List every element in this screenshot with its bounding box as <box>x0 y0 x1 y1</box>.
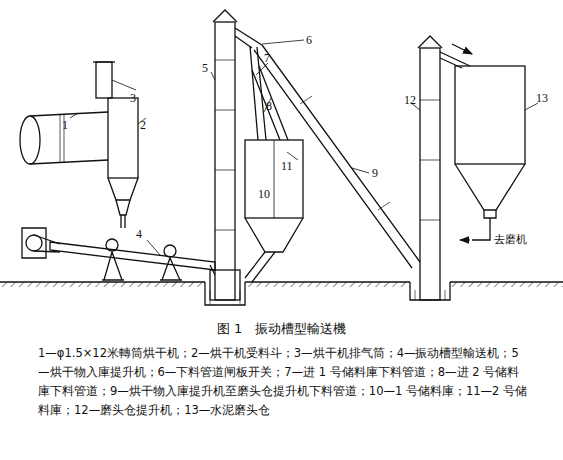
part-list-entry: 3—烘干机排气筒； <box>294 346 397 360</box>
callout-number: 7 <box>264 52 270 64</box>
callout-number: 6 <box>306 34 312 46</box>
part-list-entry: 10—1 号储料庫； <box>369 384 466 398</box>
figure-caption: 图 1 振动槽型輸送機 <box>0 320 563 338</box>
part-list-entry: 6—下料管道闸板开关； <box>158 365 285 379</box>
part-list-entry: 7—进 1 号储料庫下料管道； <box>284 365 437 379</box>
part-list-entry: 2—烘干机受料斗； <box>191 346 294 360</box>
callout-number: 13 <box>536 92 548 104</box>
parts-list: 1—φ1.5×12米轉筒烘干机；2—烘干机受料斗；3—烘干机排气筒；4—振动槽型… <box>38 344 528 420</box>
part-list-entry: 9—烘干物入庫提升机至磨头仓提升机下料管道； <box>110 384 369 398</box>
callout-number: 9 <box>372 167 378 179</box>
destination-label: 去磨机 <box>494 234 527 245</box>
callout-number: 12 <box>404 94 416 106</box>
callout-number: 1 <box>62 119 68 131</box>
callout-number: 5 <box>202 62 208 74</box>
part-list-entry: 13—水泥磨头仓 <box>184 403 270 417</box>
callout-number: 11 <box>281 160 293 172</box>
part-list-entry: 12—磨头仓提升机； <box>74 403 184 417</box>
callout-number: 8 <box>266 100 272 112</box>
callout-number: 4 <box>136 228 142 240</box>
callout-number: 2 <box>140 119 146 131</box>
callout-number: 10 <box>258 188 270 200</box>
part-list-entry: 1—φ1.5×12米轉筒烘干机； <box>38 346 191 360</box>
callout-number: 3 <box>130 92 136 104</box>
part-list-entry: 4—振动槽型輸送机； <box>397 346 512 360</box>
